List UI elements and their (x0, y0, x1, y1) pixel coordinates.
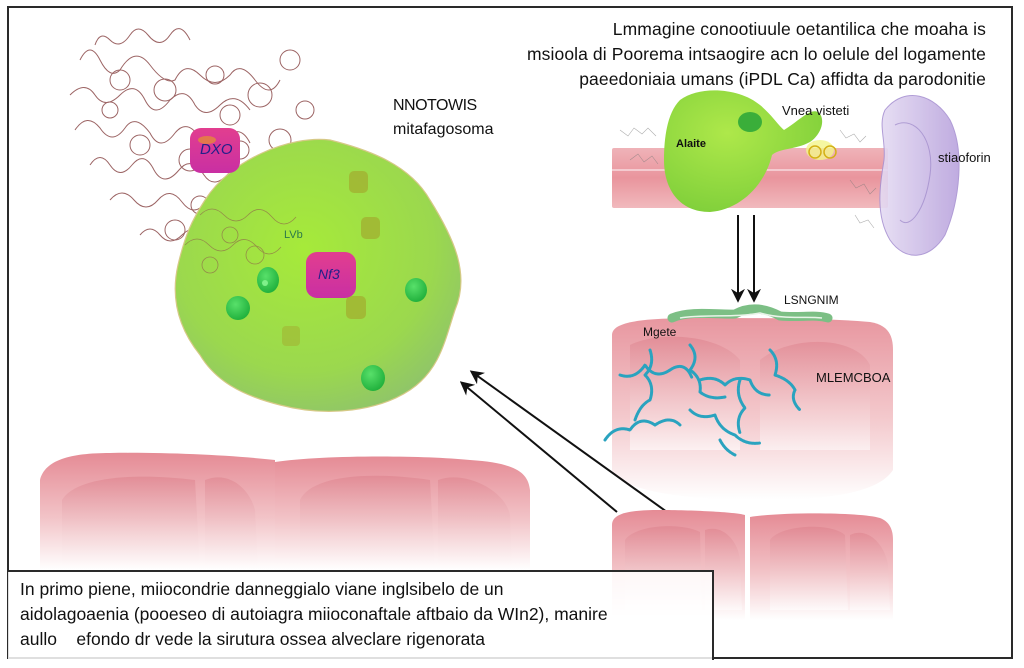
molecule-sketch (619, 127, 877, 229)
title-line: msioola di Poorema intsaogire acn lo oel… (526, 44, 986, 64)
yellow-rings (808, 145, 837, 159)
caption-line: aullo efondo dr vede la sirutura ossea a… (20, 629, 485, 649)
diagonal-arrows (459, 370, 668, 513)
protein-badge-top-label: DXO (200, 141, 233, 158)
mitophagosome-heading-line2: mitafagosoma (393, 121, 494, 138)
green-fiber (667, 304, 833, 323)
protein-badge-center (306, 252, 356, 298)
mitophagosome-heading-line1: NNOTOWIS (393, 97, 477, 114)
fiber-label: LSNGNIM (784, 293, 839, 307)
figure-title: Lmmagine conootiuule oetantilica che moa… (527, 17, 986, 92)
caption-line: aidolagoaenia (pooeseo di autoiagra miio… (20, 604, 608, 624)
caption-line: In primo piene, miiocondrie danneggialo … (20, 579, 504, 599)
regenerated-bone-left (40, 452, 530, 570)
title-line: paeedoniaia umans (iPDL Ca) affidta da p… (579, 69, 986, 89)
membrane-label: stiaoforin (938, 150, 991, 165)
caption-box (8, 570, 714, 660)
surface-label: Mgete (643, 325, 677, 339)
down-arrows (731, 215, 761, 303)
cell-label: Alaite (676, 138, 706, 150)
matrix-label: MLEMCBOA (816, 370, 891, 385)
small-green-tag: LVb (284, 229, 303, 241)
olive-particles (282, 171, 380, 346)
protein-badge-center-label: Nf3 (318, 266, 340, 282)
collagen-network (603, 343, 802, 457)
title-line: Lmmagine conootiuule oetantilica che moa… (612, 19, 986, 39)
lavender-membrane (879, 95, 960, 256)
green-organelles (226, 267, 427, 391)
vesicle-label: Vnea visteti (782, 103, 850, 118)
chain-overlay (184, 208, 297, 274)
caption: In primo piene, miiocondrie danneggialo … (20, 577, 608, 652)
green-cell (664, 90, 823, 212)
